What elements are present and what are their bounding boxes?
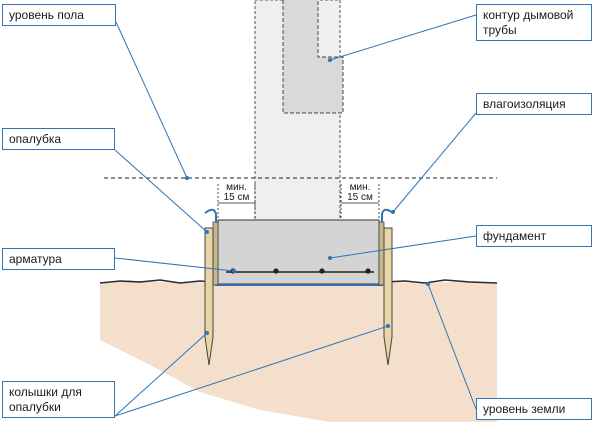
foundation-block <box>217 219 380 285</box>
leader-foundation <box>329 235 477 259</box>
leader-floor-level <box>115 21 188 179</box>
soil-area <box>100 281 497 422</box>
label-chimney-outline-line2: трубы <box>483 23 517 37</box>
label-ground-level-text: уровень земли <box>483 402 566 416</box>
chimney-outline <box>282 0 344 114</box>
label-stakes-line1: колышки для <box>9 385 82 399</box>
waterproofing-layer <box>204 208 394 286</box>
label-stakes: колышки для опалубки <box>2 381 115 418</box>
label-chimney-outline: контур дымовой трубы <box>476 4 592 41</box>
label-waterproofing: влагоизоляция <box>476 93 592 115</box>
dimension-bg-left <box>222 180 251 202</box>
formwork-stake-right <box>383 227 393 366</box>
label-foundation: фундамент <box>476 225 592 247</box>
label-ground-level: уровень земли <box>476 398 592 420</box>
leader-waterproofing <box>392 112 477 213</box>
dimension-right-top: мин. <box>350 182 371 193</box>
label-waterproofing-text: влагоизоляция <box>483 97 566 111</box>
dimension-left-bottom: 15 см <box>224 192 250 203</box>
formwork-stake-left <box>204 227 214 366</box>
dimension-left-top: мин. <box>226 182 247 193</box>
leader-stakes-left <box>114 332 208 417</box>
leader-lines <box>114 14 477 417</box>
label-floor-level-text: уровень пола <box>9 8 84 22</box>
leader-stakes-right <box>114 325 389 417</box>
leader-end-dots <box>185 58 430 335</box>
leader-chimney-outline <box>329 14 477 61</box>
leader-formwork <box>114 149 208 233</box>
formwork-board-left <box>212 221 219 286</box>
label-floor-level: уровень пола <box>2 4 116 26</box>
rebar-node <box>319 268 325 274</box>
dimension-right-bottom: 15 см <box>347 192 373 203</box>
rebar-node <box>365 268 371 274</box>
formwork-board-right <box>378 221 385 286</box>
leader-rebar <box>114 257 235 272</box>
label-foundation-text: фундамент <box>483 229 547 243</box>
label-formwork: опалубка <box>2 128 115 150</box>
label-stakes-line2: опалубки <box>9 400 61 414</box>
dimension-bg-right <box>345 180 375 202</box>
rebar-node <box>273 268 279 274</box>
leader-ground-level <box>427 283 477 410</box>
ground-surface-line <box>99 279 498 284</box>
label-rebar: арматура <box>2 248 115 270</box>
label-chimney-outline-line1: контур дымовой <box>483 8 574 22</box>
label-rebar-text: арматура <box>9 252 62 266</box>
label-formwork-text: опалубка <box>9 132 62 146</box>
